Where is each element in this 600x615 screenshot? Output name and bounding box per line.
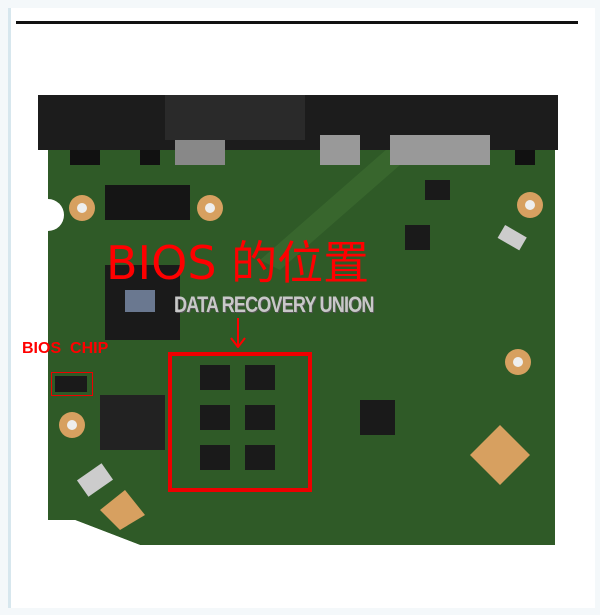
dram-chip (100, 395, 165, 450)
pcb-board-cut (48, 520, 140, 545)
top-border-line (16, 21, 578, 24)
watermark-text: DATA RECOVERY UNION (174, 292, 374, 317)
bios-chip-label: BIOS CHIP (22, 340, 109, 357)
bios-chip (55, 376, 87, 392)
bios-location-highlight-box (168, 352, 312, 492)
pcb-board (48, 112, 555, 545)
bios-chip-highlight-box (51, 372, 93, 396)
arrow-down-icon (230, 318, 246, 348)
bios-location-title: BIOS 的位置 (106, 236, 370, 290)
